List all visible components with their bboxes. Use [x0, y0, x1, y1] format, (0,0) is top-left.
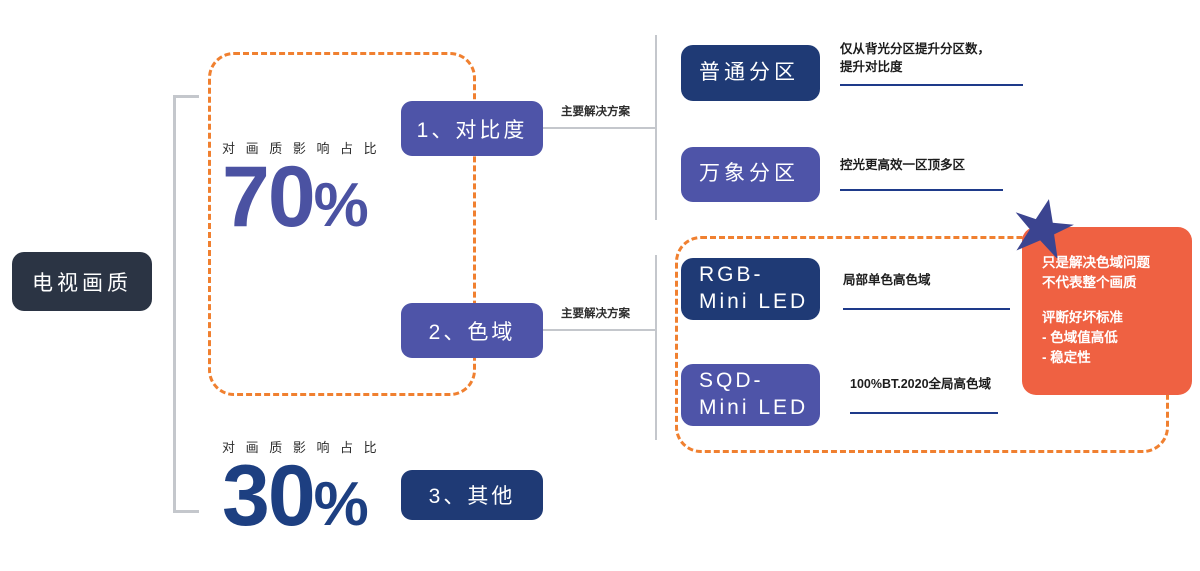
solution-description-sqd-mini-led: 100%BT.2020全局高色域: [850, 375, 998, 414]
solution-description-rgb-mini-led: 局部单色高色域: [843, 271, 1010, 310]
root-node-tv-picture-quality: 电视画质: [12, 252, 152, 311]
callout-gamut-caveat: 只是解决色域问题 不代表整个画质 评断好坏标准 - 色域值高低 - 稳定性: [1022, 227, 1192, 395]
description-text: 控光更高效一区顶多区: [840, 158, 966, 172]
bracket-arm-top: [173, 95, 199, 98]
description-underline: [840, 84, 1023, 86]
root-node-label: 电视画质: [32, 271, 132, 295]
connector-vertical-gamut: [655, 255, 657, 440]
category-chip-contrast[interactable]: 1、对比度: [401, 101, 543, 156]
left-bracket: [173, 95, 199, 513]
solution-chip-line2: Mini LED: [699, 396, 809, 419]
callout-line-2: 不代表整个画质: [1042, 275, 1137, 291]
connector-vertical-contrast: [655, 35, 657, 220]
connector-horizontal-contrast: [543, 127, 656, 129]
solution-chip-line1: SQD-: [699, 369, 764, 393]
bracket-vertical: [173, 95, 176, 513]
impact-percent-symbol: %: [313, 470, 369, 539]
callout-line-4: - 色域值高低: [1042, 329, 1118, 345]
solution-chip-line2: Mini LED: [699, 290, 809, 313]
solution-chip-rgb-mini-led[interactable]: RGB- Mini LED: [681, 258, 820, 320]
connector-label-gamut: 主要解决方案: [561, 308, 630, 320]
solution-chip-sqd-mini-led[interactable]: SQD- Mini LED: [681, 364, 820, 426]
description-text: 仅从背光分区提升分区数， 提升对比度: [840, 42, 991, 75]
category-chip-label: 1、对比度: [416, 118, 528, 142]
description-text: 100%BT.2020全局高色域: [850, 377, 992, 391]
solution-description-standard-zones: 仅从背光分区提升分区数， 提升对比度: [840, 40, 1023, 86]
solution-chip-standard-zones[interactable]: 普通分区: [681, 45, 820, 101]
callout-line-5: - 稳定性: [1042, 350, 1091, 365]
connector-label-contrast: 主要解决方案: [561, 106, 630, 118]
solution-chip-line1: RGB-: [699, 263, 764, 287]
impact-block-30: 对 画 质 影 响 占 比 30%: [222, 437, 381, 539]
impact-percent-symbol: %: [313, 171, 369, 240]
description-underline: [840, 189, 1003, 191]
impact-number: 30: [222, 448, 316, 544]
solution-chip-line1: 万象分区: [699, 162, 799, 186]
callout-spacer: [1042, 294, 1192, 308]
callout-line-1: 只是解决色域问题: [1042, 255, 1150, 270]
impact-value: 30%: [222, 453, 380, 539]
bracket-arm-bottom: [173, 510, 199, 513]
solution-chip-universal-zones[interactable]: 万象分区: [681, 147, 820, 202]
category-chip-label: 2、色域: [428, 320, 516, 344]
description-underline: [843, 308, 1010, 310]
impact-block-70: 对 画 质 影 响 占 比 70%: [222, 138, 381, 240]
impact-value: 70%: [222, 154, 380, 240]
star-icon: [1015, 199, 1074, 258]
solution-chip-line1: 普通分区: [699, 60, 799, 84]
description-underline: [850, 412, 998, 414]
category-chip-color-gamut[interactable]: 2、色域: [401, 303, 543, 358]
impact-caption: 对 画 质 影 响 占 比: [222, 440, 381, 455]
category-chip-other[interactable]: 3、其他: [401, 470, 543, 520]
impact-number: 70: [222, 149, 316, 245]
dashed-group-left: [208, 52, 476, 396]
description-text: 局部单色高色域: [843, 273, 931, 287]
impact-caption: 对 画 质 影 响 占 比: [222, 141, 381, 156]
connector-horizontal-gamut: [543, 329, 656, 331]
callout-line-3: 评断好坏标准: [1042, 309, 1123, 325]
category-chip-label: 3、其他: [428, 485, 516, 508]
solution-description-universal-zones: 控光更高效一区顶多区: [840, 156, 1003, 191]
